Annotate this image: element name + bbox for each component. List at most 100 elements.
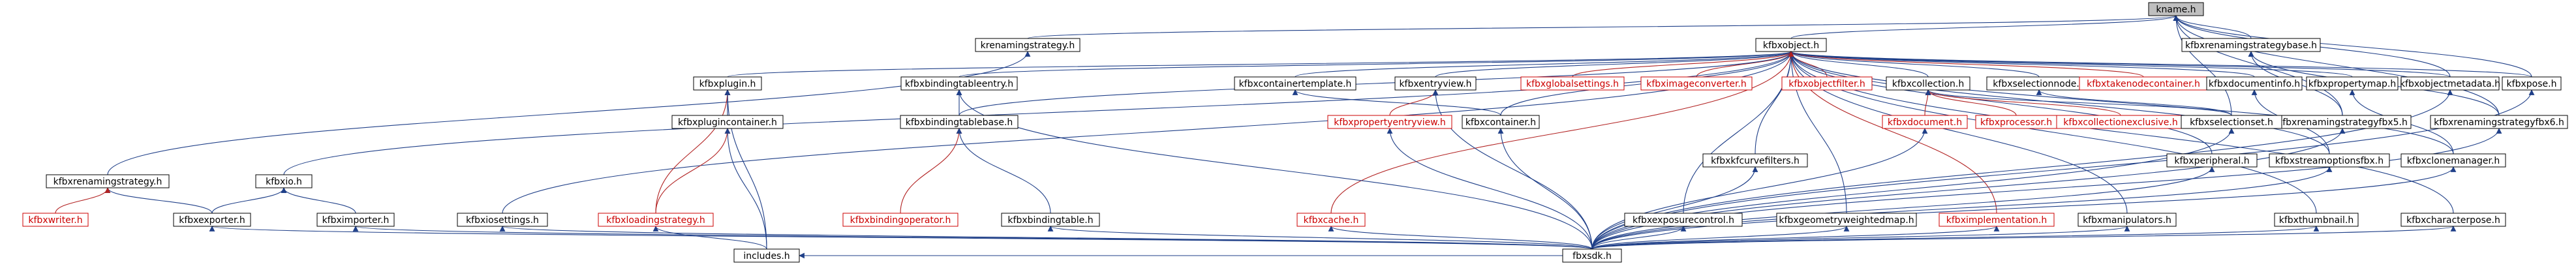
node-kfbxclonemanager[interactable]: kfbxclonemanager.h (2400, 153, 2506, 168)
node-kfbxiosettings[interactable]: kfbxiosettings.h (457, 213, 548, 227)
node-kfbxselectionset[interactable]: kfbxselectionset.h (2181, 115, 2282, 129)
node-kfbxrenamingstrategyfbx6[interactable]: kfbxrenamingstrategyfbx6.h (2430, 115, 2568, 129)
node-box (1640, 76, 1753, 91)
node-label: kfbxcontainer.h (1465, 117, 1536, 128)
node-box (1394, 76, 1477, 91)
node-label: kfbxexporter.h (179, 215, 245, 226)
node-fbxsdk[interactable]: fbxsdk.h (1562, 248, 1622, 263)
edge-kfbxrenamingstrategy-kfbxexporter (104, 187, 213, 214)
node-label: kfbxbindingtableentry.h (905, 79, 1013, 89)
node-kfbxentryview[interactable]: kfbxentryview.h (1394, 76, 1477, 91)
edge-kfbxobject-kfbxentryview (1435, 51, 1794, 78)
edge-kfbxcollection-kfbxcollectionexclusive (1925, 89, 2121, 116)
edge-kfbxio-kfbximporter (281, 187, 356, 214)
node-label: kfbxbindingtable.h (1007, 215, 1093, 226)
node-kfbxcharacterpose[interactable]: kfbxcharacterpose.h (2400, 213, 2506, 227)
node-kfbxthumbnail[interactable]: kfbxthumbnail.h (2274, 213, 2359, 227)
node-kfbxrenamingstrategy[interactable]: kfbxrenamingstrategy.h (46, 174, 170, 188)
node-label: kfbxrenamingstrategy.h (54, 177, 162, 187)
edge-kfbxobject-kfbxplugin (727, 51, 1794, 78)
edge-kfbxcharacterpose-fbxsdk (1591, 226, 2456, 250)
node-box (975, 38, 1081, 52)
edge-kfbxobject-kfbxobjectmetadata (1788, 51, 2451, 78)
edge-kfbximplementation-fbxsdk (1591, 226, 2000, 250)
edge-kfbxplugincontainer-includes (724, 128, 767, 250)
edge-kfbxplugincontainer-kfbxloadingstrategy (655, 128, 731, 214)
node-box (1296, 213, 1366, 227)
node-kfbxplugin[interactable]: kfbxplugin.h (693, 76, 762, 91)
node-label: kfbxcollection.h (1892, 79, 1964, 89)
node-kfbxdocumentinfo[interactable]: kfbxdocumentinfo.h (2206, 76, 2303, 91)
edge-kfbxpropertyentryview-fbxsdk (1387, 128, 1593, 250)
node-kfbxcontainertemplate[interactable]: kfbxcontainertemplate.h (1234, 76, 1357, 91)
node-box (733, 248, 800, 263)
edge-kname-kfbxrenamingstrategyfbx6 (2173, 15, 2500, 116)
node-box (1327, 115, 1452, 129)
node-kfbxstreamoptionsfbx[interactable]: kfbxstreamoptionsfbx.h (2269, 153, 2390, 168)
node-kfbxglobalsettings: kfbxglobalsettings.h (1520, 76, 1625, 91)
edge-kfbxentryview-fbxsdk (1432, 89, 1593, 250)
node-kfbxio[interactable]: kfbxio.h (255, 174, 313, 188)
node-box (2306, 76, 2399, 91)
edge-kfbxmanipulators-fbxsdk (1591, 226, 2130, 250)
node-label: kfbxdocument.h (1888, 117, 1962, 128)
node-kfbxbindingtablebase[interactable]: kfbxbindingtablebase.h (900, 115, 1019, 129)
node-kfbxcontainer[interactable]: kfbxcontainer.h (1462, 115, 1540, 129)
node-kfbxgeometryweightedmap[interactable]: kfbxgeometryweightedmap.h (1776, 213, 1917, 227)
node-kfbxrenamingstrategybase[interactable]: kfbxrenamingstrategybase.h (2181, 38, 2321, 52)
node-kfbxselectionnode[interactable]: kfbxselectionnode.h (1986, 76, 2092, 91)
edge-kfbxobject-kfbxbindingtablebase (958, 51, 1794, 116)
node-kfbxkfcurvefilters[interactable]: kfbxkfcurvefilters.h (1702, 153, 1808, 168)
node-kfbxexporter[interactable]: kfbxexporter.h (173, 213, 251, 227)
node-kfbxcollection[interactable]: kfbxcollection.h (1886, 76, 1970, 91)
node-kfbxmanipulators[interactable]: kfbxmanipulators.h (2078, 213, 2177, 227)
node-label: kfbxcache.h (1304, 215, 1359, 226)
edge-kfbxcollection-kfbxselectionset (1925, 89, 2232, 116)
node-box (1781, 76, 1873, 91)
node-box (2400, 213, 2506, 227)
node-label: kfbxpropertyentryview.h (1334, 117, 1445, 128)
node-label: kfbximporter.h (322, 215, 390, 226)
node-label: kfbxdocumentinfo.h (2209, 79, 2300, 89)
node-label: kfbxobjectmetadata.h (2400, 79, 2500, 89)
node-box (2430, 115, 2568, 129)
node-label: kfbxbindingoperator.h (850, 215, 951, 226)
node-kfbxobjectmetadata[interactable]: kfbxobjectmetadata.h (2400, 76, 2500, 91)
node-box (1886, 76, 1970, 91)
edge-kfbxobject-kfbxcache (1330, 51, 1794, 214)
node-kfbxrenamingstrategyfbx5[interactable]: kfbxrenamingstrategyfbx5.h (2273, 115, 2412, 129)
node-krenamingstrategy[interactable]: krenamingstrategy.h (975, 38, 1081, 52)
node-box (2400, 76, 2500, 91)
edge-kfbxobject-kfbxio (283, 51, 1794, 175)
node-kfbxbindingtable[interactable]: kfbxbindingtable.h (1001, 213, 1100, 227)
node-kfbxobject[interactable]: kfbxobject.h (1755, 38, 1827, 52)
node-label: kfbximageconverter.h (1646, 79, 1747, 89)
edge-kfbxcontainertemplate-kfbxcontainer (1292, 89, 1501, 116)
node-box (1462, 115, 1540, 129)
node-label: includes.h (743, 251, 790, 261)
node-kfbxperipheral[interactable]: kfbxperipheral.h (2166, 153, 2258, 168)
edge-kfbxobject-kfbximageconverter (1696, 51, 1794, 78)
node-kfbxbindingtableentry[interactable]: kfbxbindingtableentry.h (900, 76, 1018, 91)
node-kfbxplugincontainer[interactable]: kfbxplugincontainer.h (671, 115, 784, 129)
node-includes[interactable]: includes.h (733, 248, 800, 263)
node-label: kfbxcontainertemplate.h (1239, 79, 1352, 89)
node-kfbxpose[interactable]: kfbxpose.h (2502, 76, 2562, 91)
edge-kfbxclonemanager-fbxsdk (1591, 166, 2457, 250)
node-kfbxpropertymap[interactable]: kfbxpropertymap.h (2306, 76, 2399, 91)
node-kname: kname.h (2148, 2, 2204, 16)
node-kfbximporter[interactable]: kfbximporter.h (316, 213, 395, 227)
edge-kname-kfbxrenamingstrategybase (2173, 15, 2252, 39)
edge-kfbxobject-kfbxstreamoptionsfbx (1788, 51, 2330, 155)
edge-kfbxobject-kfbxcontainertemplate (1295, 51, 1794, 78)
node-box (2269, 153, 2390, 168)
node-kfbxexposurecontrol[interactable]: kfbxexposurecontrol.h (1624, 213, 1743, 227)
node-box (900, 76, 1018, 91)
edge-kfbxcache-fbxsdk (1328, 226, 1593, 250)
node-kfbximageconverter: kfbximageconverter.h (1640, 76, 1753, 91)
node-box (1001, 213, 1100, 227)
node-label: fbxsdk.h (1572, 251, 1612, 261)
node-box (1776, 213, 1917, 227)
node-label: kfbxbindingtablebase.h (906, 117, 1013, 128)
